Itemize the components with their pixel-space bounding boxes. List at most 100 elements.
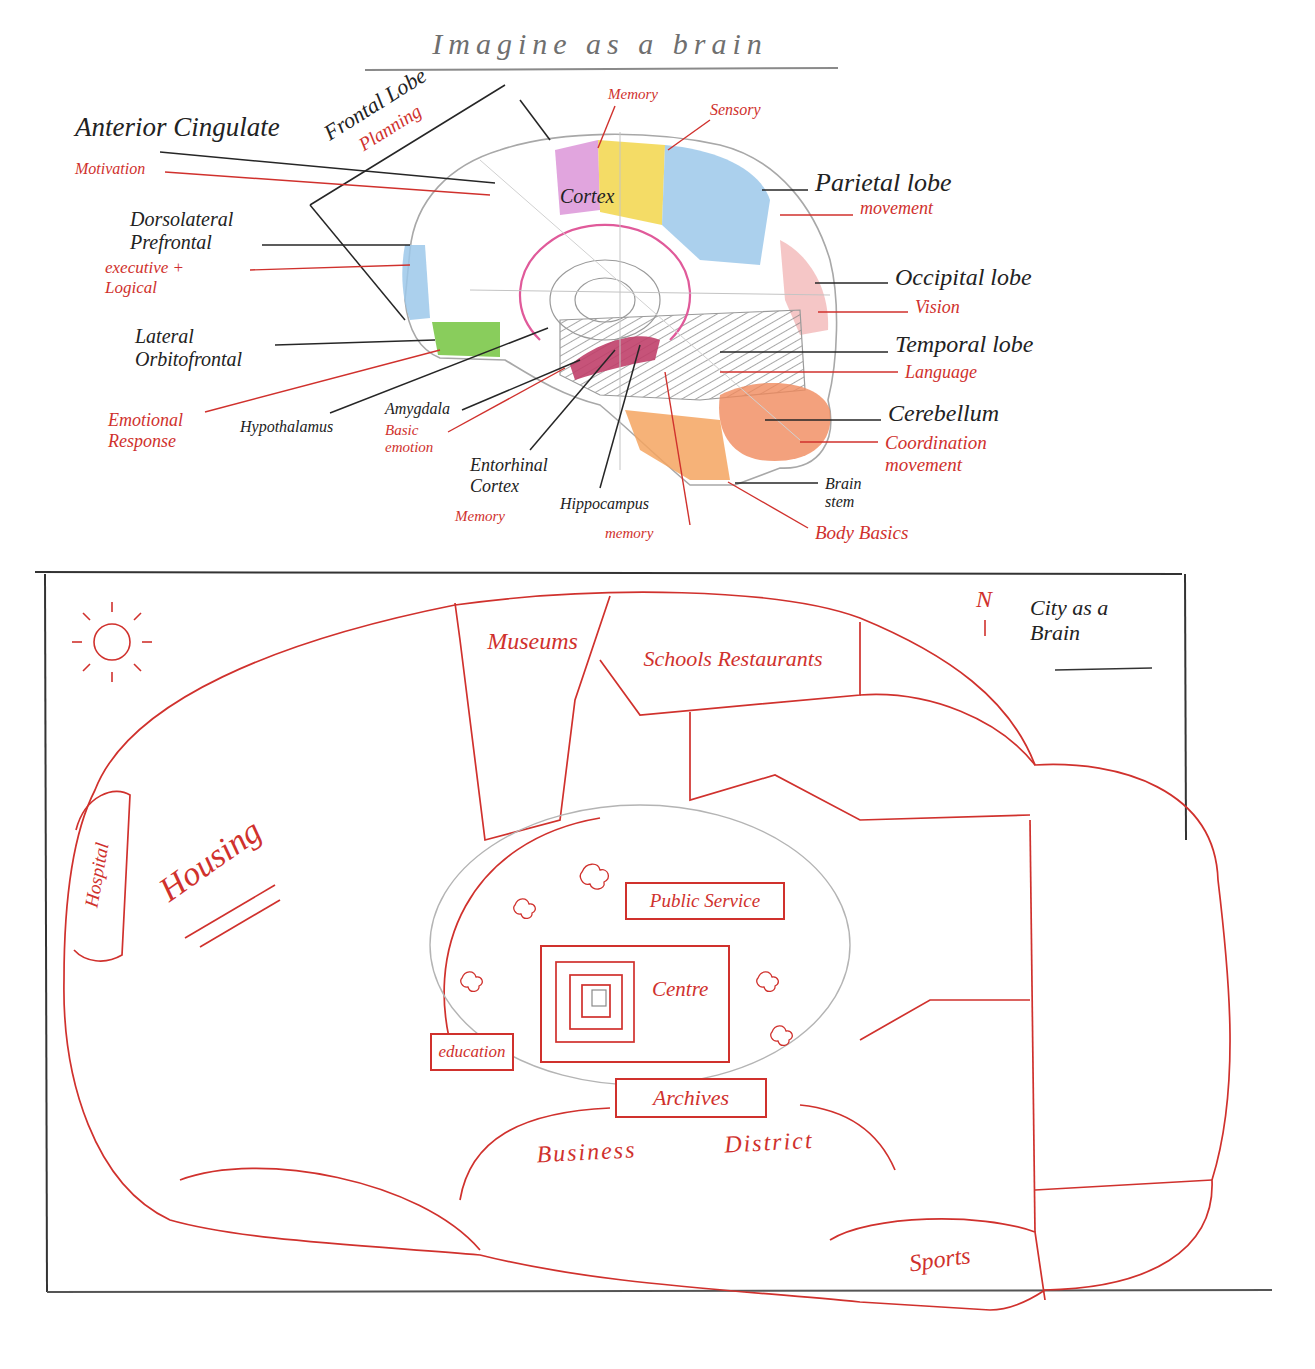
function-label: Coordination movement: [885, 432, 1035, 476]
part-label: Hippocampus: [560, 495, 649, 513]
sun-symbol: [134, 613, 141, 620]
sun-symbol: [72, 641, 82, 643]
service-box: Public Service: [625, 882, 785, 920]
leader-lines: [520, 100, 550, 140]
part-label: Cortex: [560, 185, 614, 208]
sun-symbol: [134, 664, 141, 671]
leader-lines: [275, 340, 435, 345]
city-map-outline: [455, 596, 610, 840]
map-frame: [35, 572, 1272, 1292]
district-name: Schools Restaurants: [643, 646, 822, 671]
part-label: Entorhinal Cortex: [470, 455, 565, 496]
leader-lines-red: [800, 441, 878, 442]
leader-lines: [462, 360, 580, 410]
leader-lines-red: [818, 311, 908, 312]
museum-district: Museums: [470, 622, 595, 662]
map-frame: [45, 574, 47, 1292]
brain-regions: [570, 336, 660, 380]
business-district: Business District: [480, 1125, 870, 1170]
leader-lines: [735, 482, 818, 484]
leader-lines-red: [165, 172, 490, 195]
sun-symbol: [111, 672, 113, 682]
hospital-district: Hospital: [72, 800, 122, 950]
part-label: Occipital lobe: [895, 264, 1032, 292]
inner-oval: [430, 805, 850, 1085]
map-frame: [1185, 574, 1186, 840]
city-map-outline: [444, 818, 600, 1060]
leader-lines: [262, 244, 410, 246]
leader-lines-red: [780, 214, 853, 215]
district-name: Hospital: [81, 841, 114, 909]
function-label: Language: [905, 362, 977, 383]
title-underline: [365, 68, 838, 70]
city-map-outline: [74, 791, 130, 961]
brain-regions: [662, 145, 770, 265]
leader-lines: [530, 350, 615, 450]
leader-lines-red: [250, 265, 410, 270]
brain-regions: [402, 132, 836, 485]
district-name: Sports: [908, 1242, 973, 1278]
leader-lines-red: [165, 106, 908, 528]
north-marker: N: [976, 586, 992, 614]
leader-lines: [600, 345, 640, 488]
title-underline: [365, 68, 838, 70]
function-label: Basic emotion: [385, 422, 447, 457]
city-map-outline: [1035, 1180, 1212, 1190]
leader-lines-red: [668, 120, 710, 150]
tree-doodles: [514, 899, 535, 919]
district-name: Centre: [652, 977, 708, 1001]
brain-regions: [520, 225, 690, 340]
brain-regions: [405, 134, 837, 485]
leader-lines: [720, 351, 888, 353]
education-box: education: [430, 1033, 514, 1071]
part-label: Anterior Cingulate: [75, 112, 280, 143]
leader-lines: [160, 152, 495, 183]
sun-symbol: [142, 641, 152, 643]
city-map-outline: [200, 900, 280, 947]
tree-doodles: [461, 972, 482, 992]
archives-box: Archives: [615, 1078, 767, 1118]
city-map-outline: [600, 622, 860, 715]
district-name: Museums: [487, 628, 578, 656]
leader-lines-red: [728, 482, 808, 528]
district-name: Business District: [536, 1126, 814, 1168]
brain-regions: [480, 160, 800, 440]
function-label: Memory: [608, 86, 658, 103]
leader-lines: [815, 282, 888, 284]
sports-district: Sports: [875, 1240, 1005, 1280]
part-label: Temporal lobe: [895, 331, 1033, 359]
function-label: Emotional Response: [108, 410, 208, 451]
leader-lines-red: [598, 106, 615, 148]
brain-regions: [598, 140, 665, 225]
brain-regions: [402, 245, 430, 320]
leader-lines: [160, 85, 888, 488]
city-map-outline: [570, 975, 622, 1029]
part-label: Amygdala: [385, 400, 450, 418]
part-label: Hypothalamus: [240, 418, 333, 436]
leader-lines: [762, 189, 808, 191]
map-frame: [1055, 668, 1152, 670]
function-label: memory: [605, 525, 653, 542]
part-label: Parietal lobe: [815, 168, 951, 198]
city-map-outline: [860, 694, 1035, 765]
tree-doodles: [580, 864, 608, 889]
leader-lines-red: [448, 368, 565, 432]
map-frame: [35, 572, 1182, 574]
brain-regions: [719, 383, 830, 461]
city-map-outline: [556, 962, 634, 1042]
brain-regions: [470, 290, 830, 295]
part-label: Cerebellum: [888, 400, 999, 428]
tree-doodles: [461, 864, 792, 1045]
inner-oval: [430, 805, 850, 1085]
city-map-outline: [690, 712, 1030, 820]
sun-symbol: [83, 613, 90, 620]
city-map-outline: [860, 1000, 1030, 1040]
city-map-outline: [64, 592, 1230, 1310]
part-label: Lateral Orbitofrontal: [135, 325, 275, 371]
sketch-title: Imagine as a brain: [365, 26, 835, 62]
function-label: Motivation: [75, 160, 145, 178]
function-label: Body Basics: [815, 522, 908, 544]
sun-symbol: [94, 624, 130, 660]
